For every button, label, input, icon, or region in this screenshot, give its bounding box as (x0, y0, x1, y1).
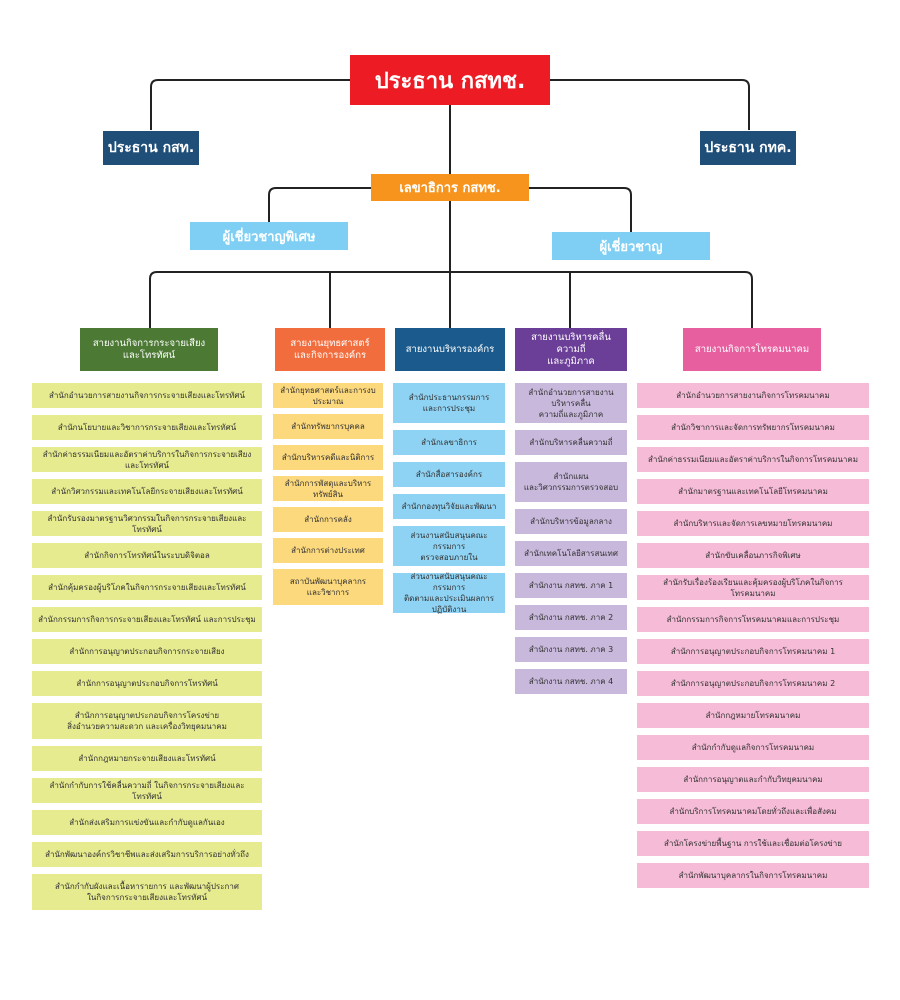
unit-telecom-16: สำนักพัฒนาบุคลากรในกิจการโทรคมนาคม (637, 863, 869, 888)
line-chair-to-telecom-chair (550, 79, 750, 130)
unit-admin-2: สำนักเลขาธิการ (393, 430, 505, 455)
unit-telecom-9: สำนักการอนุญาตประกอบกิจการโทรคมนาคม 1 (637, 639, 869, 664)
unit-broadcast-7: สำนักคุ้มครองผู้บริโภคในกิจการกระจายเสีย… (32, 575, 262, 600)
chairman-box: ประธาน กสทช. (350, 55, 550, 105)
division-header-frequency: สายงานบริหารคลื่นความถี่ และภูมิภาค (515, 328, 627, 371)
division-header-broadcast: สายงานกิจการกระจายเสียง และโทรทัศน์ (80, 328, 218, 371)
unit-telecom-13: สำนักการอนุญาตและกำกับวิทยุคมนาคม (637, 767, 869, 792)
unit-frequency-5: สำนักเทคโนโลยีสารสนเทศ (515, 541, 627, 566)
unit-broadcast-14: สำนักส่งเสริมการแข่งขันและกำกับดูแลกันเอ… (32, 810, 262, 835)
telecom-chair-box: ประธาน กทค. (700, 131, 796, 165)
unit-telecom-11: สำนักกฎหมายโทรคมนาคม (637, 703, 869, 728)
unit-admin-6: ส่วนงานสนับสนุนคณะกรรมการ ติดตามและประเม… (393, 572, 505, 614)
unit-broadcast-10: สำนักการอนุญาตประกอบกิจการโทรทัศน์ (32, 671, 262, 696)
unit-broadcast-15: สำนักพัฒนาองค์กรวิชาชีพและส่งเสริมการบริ… (32, 842, 262, 867)
unit-broadcast-5: สำนักรับรองมาตรฐานวิศวกรรมในกิจการกระจาย… (32, 511, 262, 536)
line-chair-to-broadcast-chair (150, 79, 350, 130)
unit-frequency-2: สำนักบริหารคลื่นความถี่ (515, 430, 627, 455)
unit-admin-1: สำนักประธานกรรมการ และการประชุม (393, 383, 505, 423)
unit-broadcast-11: สำนักการอนุญาตประกอบกิจการโครงข่าย สิ่งอ… (32, 703, 262, 739)
units-frequency: สำนักอำนวยการสายงานบริหารคลื่น ความถี่แล… (515, 383, 627, 694)
unit-telecom-3: สำนักค่าธรรมเนียมและอัตราค่าบริการในกิจก… (637, 447, 869, 472)
unit-broadcast-9: สำนักการอนุญาตประกอบกิจการกระจายเสียง (32, 639, 262, 664)
division-header-telecom: สายงานกิจการโทรคมนาคม (683, 328, 821, 371)
unit-telecom-2: สำนักวิชาการและจัดการทรัพยากรโทรคมนาคม (637, 415, 869, 440)
unit-frequency-7: สำนักงาน กสทช. ภาค 2 (515, 605, 627, 630)
unit-broadcast-2: สำนักนโยบายและวิชาการกระจายเสียงและโทรทั… (32, 415, 262, 440)
unit-frequency-3: สำนักแผน และวิศวกรรมการตรวจสอบ (515, 462, 627, 502)
unit-telecom-10: สำนักการอนุญาตประกอบกิจการโทรคมนาคม 2 (637, 671, 869, 696)
unit-broadcast-12: สำนักกฎหมายกระจายเสียงและโทรทัศน์ (32, 746, 262, 771)
special-experts-box: ผู้เชี่ยวชาญพิเศษ (190, 222, 348, 250)
unit-broadcast-1: สำนักอำนวยการสายงานกิจการกระจายเสียงและโ… (32, 383, 262, 408)
unit-telecom-6: สำนักขับเคลื่อนภารกิจพิเศษ (637, 543, 869, 568)
unit-telecom-5: สำนักบริหารและจัดการเลขหมายโทรคมนาคม (637, 511, 869, 536)
unit-telecom-12: สำนักกำกับดูแลกิจการโทรคมนาคม (637, 735, 869, 760)
broadcast-chair-box: ประธาน กสท. (103, 131, 199, 165)
unit-telecom-4: สำนักมาตรฐานและเทคโนโลยีโทรคมนาคม (637, 479, 869, 504)
line-secretary-to-advisors (268, 187, 632, 232)
unit-broadcast-8: สำนักกรรมการกิจการกระจายเสียงและโทรทัศน์… (32, 607, 262, 632)
unit-frequency-4: สำนักบริหารข้อมูลกลาง (515, 509, 627, 534)
unit-strategy-1: สำนักยุทธศาสตร์และการงบประมาณ (273, 383, 383, 408)
unit-strategy-6: สำนักการต่างประเทศ (273, 538, 383, 563)
unit-strategy-2: สำนักทรัพยากรบุคคล (273, 414, 383, 439)
division-header-admin: สายงานบริหารองค์กร (395, 328, 505, 371)
unit-admin-3: สำนักสื่อสารองค์กร (393, 462, 505, 487)
unit-broadcast-13: สำนักกำกับการใช้คลื่นความถี่ ในกิจการกระ… (32, 778, 262, 803)
unit-strategy-5: สำนักการคลัง (273, 507, 383, 532)
unit-broadcast-3: สำนักค่าธรรมเนียมและอัตราค่าบริการในกิจก… (32, 447, 262, 472)
unit-telecom-14: สำนักบริการโทรคมนาคมโดยทั่วถึงและเพื่อสั… (637, 799, 869, 824)
unit-strategy-4: สำนักการพัสดุและบริหารทรัพย์สิน (273, 476, 383, 501)
units-admin: สำนักประธานกรรมการ และการประชุมสำนักเลขา… (393, 383, 505, 614)
units-broadcast: สำนักอำนวยการสายงานกิจการกระจายเสียงและโ… (32, 383, 262, 910)
line-division-bus (149, 271, 753, 328)
unit-frequency-8: สำนักงาน กสทช. ภาค 3 (515, 637, 627, 662)
secretary-general-box: เลขาธิการ กสทช. (371, 174, 529, 201)
unit-telecom-15: สำนักโครงข่ายพื้นฐาน การใช้และเชื่อมต่อโ… (637, 831, 869, 856)
units-strategy: สำนักยุทธศาสตร์และการงบประมาณสำนักทรัพยา… (273, 383, 383, 605)
unit-telecom-1: สำนักอำนวยการสายงานกิจการโทรคมนาคม (637, 383, 869, 408)
unit-admin-4: สำนักกองทุนวิจัยและพัฒนา (393, 494, 505, 519)
unit-broadcast-16: สำนักกำกับผังและเนื้อหารายการ และพัฒนาผู… (32, 874, 262, 910)
unit-broadcast-4: สำนักวิศวกรรมและเทคโนโลยีกระจายเสียงและโ… (32, 479, 262, 504)
unit-frequency-6: สำนักงาน กสทช. ภาค 1 (515, 573, 627, 598)
unit-telecom-7: สำนักรับเรื่องร้องเรียนและคุ้มครองผู้บริ… (637, 575, 869, 600)
unit-telecom-8: สำนักกรรมการกิจการโทรคมนาคมและการประชุม (637, 607, 869, 632)
unit-strategy-7: สถาบันพัฒนาบุคลากร และวิชาการ (273, 569, 383, 605)
experts-box: ผู้เชี่ยวชาญ (552, 232, 710, 260)
unit-admin-5: ส่วนงานสนับสนุนคณะกรรมการ ตรวจสอบภายใน (393, 526, 505, 566)
unit-broadcast-6: สำนักกิจการโทรทัศน์ในระบบดิจิตอล (32, 543, 262, 568)
division-header-strategy: สายงานยุทธศาสตร์ และกิจการองค์กร (275, 328, 385, 371)
units-telecom: สำนักอำนวยการสายงานกิจการโทรคมนาคมสำนักว… (637, 383, 869, 888)
unit-frequency-9: สำนักงาน กสทช. ภาค 4 (515, 669, 627, 694)
unit-strategy-3: สำนักบริหารคดีและนิติการ (273, 445, 383, 470)
unit-frequency-1: สำนักอำนวยการสายงานบริหารคลื่น ความถี่แล… (515, 383, 627, 423)
